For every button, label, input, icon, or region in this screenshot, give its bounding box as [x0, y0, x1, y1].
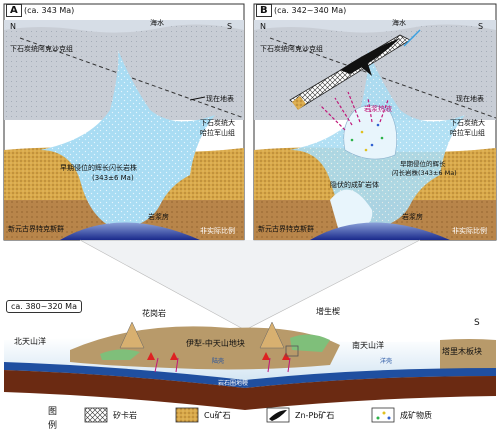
panel-a-dahala-2: 哈拉军山组: [200, 129, 235, 137]
panel-b-north: N: [260, 22, 266, 31]
legend-label-skarn: 矽卡岩: [113, 411, 137, 420]
panel-c: [4, 321, 496, 410]
panel-b-intrusion-2: 闪长岩株(343±6 Ma): [392, 169, 457, 177]
panel-a-letter: A: [6, 4, 22, 17]
panel-a-dahala-1: 下石炭统大: [200, 119, 235, 127]
panel-b-hidden-rock: 隐伏的成矿岩体: [330, 181, 379, 189]
panel-a-south: S: [227, 22, 233, 31]
ore-material-icon: [371, 407, 395, 423]
cu-ore-icon: [175, 407, 199, 423]
panel-c-continental-crust: 陆壳: [212, 358, 225, 365]
panel-a-formation-upper: 下石炭统阿克沙克组: [10, 45, 73, 53]
legend-label-cu: Cu矿石: [204, 411, 231, 420]
legend-icons: [84, 407, 395, 423]
legend-label-znpb: Zn-Pb矿石: [295, 411, 335, 420]
panel-b-basement: 新元古界特克斯群: [258, 225, 314, 233]
panel-a-scale-note: 非实际比例: [200, 227, 235, 235]
panel-b-sea: 海水: [392, 19, 406, 27]
panel-a-intrusion-2: (343±6 Ma): [92, 174, 134, 182]
panel-b-dahala-2: 哈拉军山组: [450, 129, 485, 137]
panel-b-magma-chamber: 岩浆房: [402, 213, 423, 221]
panel-b: [253, 3, 497, 241]
panel-a-basement: 新元古界特克斯群: [8, 225, 64, 233]
panel-b-formation-upper: 下石炭统阿克沙克组: [260, 45, 323, 53]
panel-b-surface: 现在地表: [456, 95, 484, 103]
skarn-hatch-icon: [84, 407, 108, 423]
panel-c-north-ocean: 北天山洋: [14, 337, 46, 346]
panel-c-age: ca. 380~320 Ma: [6, 300, 82, 313]
panel-c-tarim: 塔里木板块: [442, 347, 482, 356]
zn-pb-ore-icon: [266, 407, 290, 423]
panel-a-sea: 海水: [150, 19, 164, 27]
panel-a-north: N: [10, 22, 16, 31]
legend-title-1: 图: [48, 407, 58, 417]
panel-b-hydrothermal: 岩浆热液: [364, 105, 392, 113]
panel-b-south: S: [478, 22, 484, 31]
panel-a: [3, 3, 245, 241]
panel-c-lithosphere: 岩石圈地幔: [218, 380, 249, 387]
legend-label-ore-material: 成矿物质: [400, 411, 432, 420]
panel-a-age: (ca. 343 Ma): [24, 6, 75, 15]
panel-b-letter: B: [256, 4, 272, 17]
panel-a-surface: 现在地表: [206, 95, 234, 103]
panel-c-granite: 花岗岩: [142, 309, 166, 318]
panel-b-dahala-1: 下石炭统大: [450, 119, 485, 127]
panel-b-intrusion-1: 早期侵位的辉长: [400, 160, 446, 168]
panel-c-oceanic-crust: 洋壳: [380, 358, 393, 365]
panel-a-intrusion-1: 早期侵位的辉长闪长岩株: [60, 164, 137, 172]
panel-c-block: 伊犁-中天山地块: [186, 339, 245, 348]
legend-title-2: 例: [48, 421, 58, 431]
panel-c-south-ocean: 南天山洋: [352, 341, 384, 350]
panel-a-magma-chamber: 岩浆房: [148, 213, 169, 221]
panel-c-south: S: [474, 318, 480, 328]
panel-b-scale-note: 非实际比例: [452, 227, 487, 235]
panel-b-age: (ca. 342~340 Ma): [274, 6, 347, 15]
panel-c-wedge: 增生楔: [316, 307, 340, 316]
